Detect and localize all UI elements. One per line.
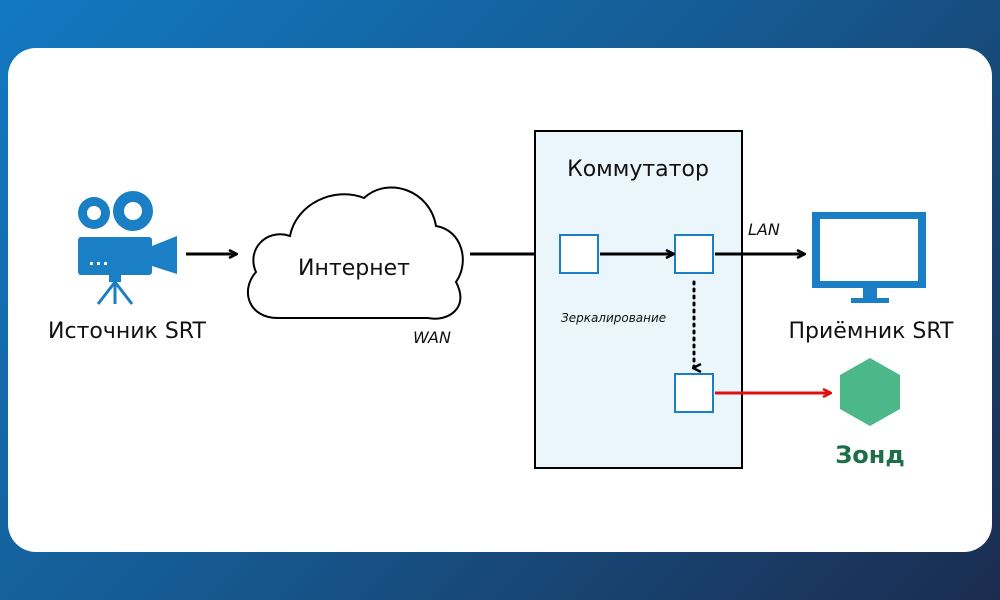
- receiver-label: Приёмник SRT: [789, 319, 955, 344]
- switch-port-in: [559, 234, 599, 274]
- switch-label: Коммутатор: [567, 157, 709, 182]
- switch-port-mirror: [674, 373, 714, 413]
- mirror-label: Зеркалирование: [561, 311, 666, 325]
- internet-label: Интернет: [298, 256, 410, 281]
- lan-label: LAN: [748, 220, 780, 239]
- probe-label: Зонд: [835, 441, 905, 469]
- switch-port-out: [674, 234, 714, 274]
- wan-label: WAN: [413, 328, 451, 347]
- video-camera-icon: [78, 191, 177, 305]
- diagram-card: [8, 48, 992, 552]
- monitor-icon: [812, 212, 926, 303]
- internet-cloud-icon: [247, 186, 464, 320]
- probe-hexagon-icon: [840, 358, 900, 426]
- source-label: Источник SRT: [48, 319, 206, 344]
